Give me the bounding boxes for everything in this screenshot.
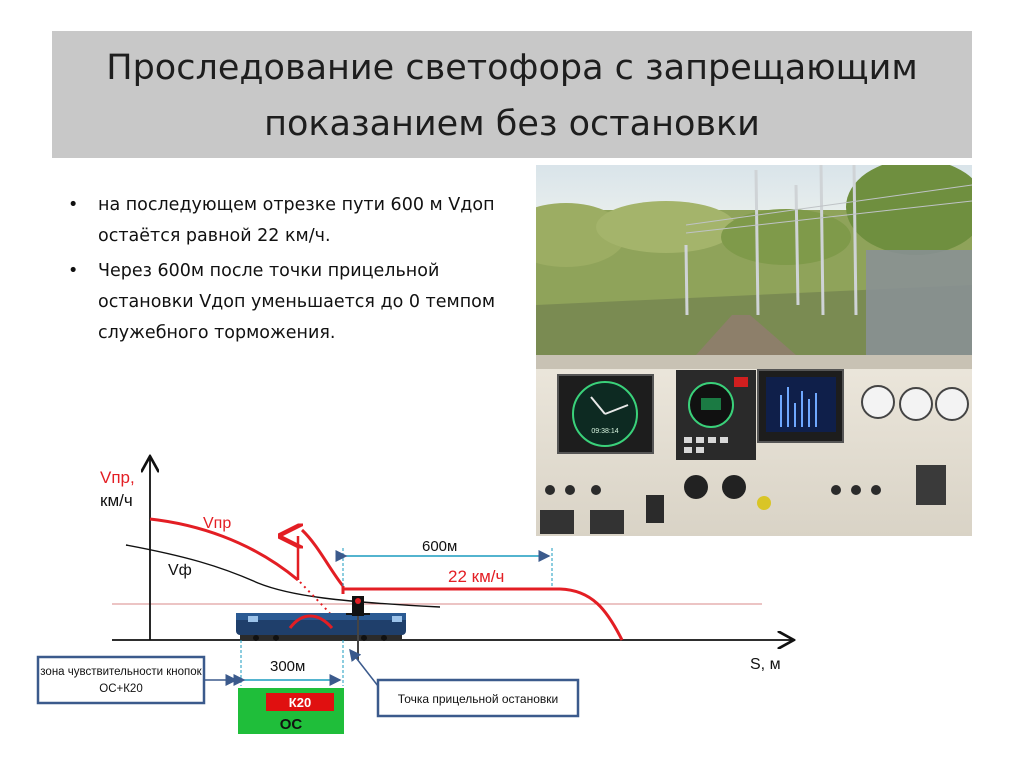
x-axis-label: S, м xyxy=(750,656,781,673)
speed-limit-label: 22 км/ч xyxy=(448,567,504,586)
photo-wires xyxy=(685,184,972,234)
cab-photo: 09:38:14 xyxy=(536,165,972,536)
vpr-dotted-segment xyxy=(299,581,343,629)
cab-right-display xyxy=(757,369,844,443)
photo-trees xyxy=(536,165,972,267)
bullet-item-1: на последующем отрезке пути 600 м Vдоп о… xyxy=(68,190,538,252)
vpr-curve-label: Vпр xyxy=(203,515,231,532)
vpr-curve-after-signal xyxy=(300,528,345,587)
y-axis-label-2: км/ч xyxy=(100,491,133,510)
button-k20-label: К20 xyxy=(289,695,311,710)
sensitivity-zone-label: зона чувствительности кнопок ОС+К20 xyxy=(40,666,202,695)
cab-clock-readout: 09:38:14 xyxy=(591,428,618,435)
button-panel: К20 ОС xyxy=(238,688,344,734)
title-band xyxy=(52,31,972,158)
speed-diagram: Vпр, км/ч S, м Vф Vпр 600м 22 км/ч 300м … xyxy=(36,440,1024,734)
button-k20 xyxy=(266,693,334,711)
cab-center-panel xyxy=(676,370,756,460)
vf-curve-label: Vф xyxy=(168,562,192,579)
slide-title-line-2: показанием без остановки xyxy=(264,104,760,144)
y-axis-label-1: Vпр, xyxy=(100,468,135,487)
button-os-label: ОС xyxy=(280,716,303,733)
vf-curve xyxy=(125,544,441,608)
sensitivity-zone-callout: зона чувствительности кнопок ОС+К20 xyxy=(36,655,238,705)
slide-title: Проследование светофора с запрещающим по… xyxy=(52,40,972,152)
distance-300-label: 300м xyxy=(270,658,305,675)
slide-title-line-1: Проследование светофора с запрещающим xyxy=(106,48,918,88)
aim-stop-label: Точка прицельной остановки xyxy=(398,692,558,706)
limit-braking-curve xyxy=(559,587,624,641)
cab-left-display: 09:38:14 xyxy=(557,374,654,454)
aim-stop-callout: Точка прицельной остановки xyxy=(349,648,580,718)
distance-600-label: 600м xyxy=(422,538,457,555)
bullet-list: на последующем отрезке пути 600 м Vдоп о… xyxy=(68,190,538,353)
photo-fence xyxy=(866,250,972,355)
photo-track xyxy=(696,315,796,355)
photo-dashboard-top xyxy=(536,355,972,369)
vpr-curve xyxy=(149,517,299,582)
cab-controls xyxy=(540,465,946,534)
bullet-item-2: Через 600м после точки прицельной остано… xyxy=(68,256,538,349)
cab-gauges xyxy=(861,385,969,421)
photo-catenary-poles xyxy=(684,165,858,316)
locomotive xyxy=(236,613,406,641)
